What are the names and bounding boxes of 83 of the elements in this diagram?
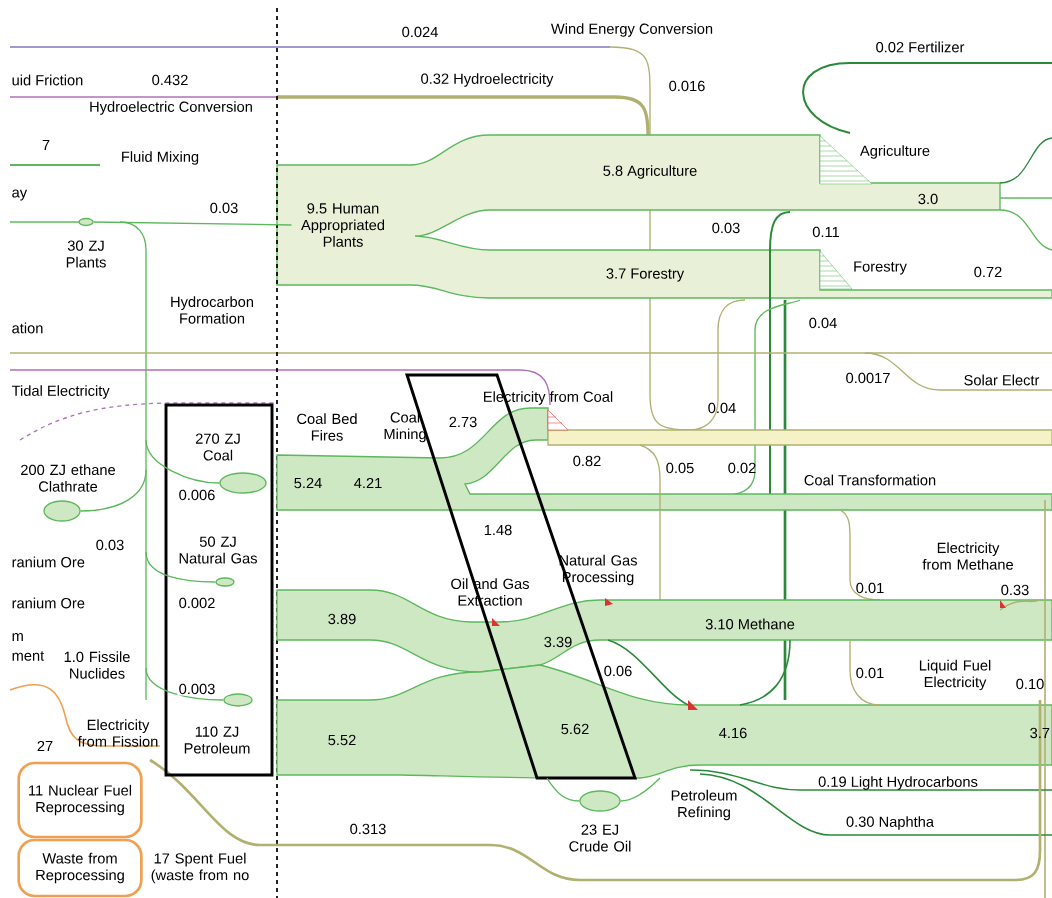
reservoir-label: 23 EJ Crude Oil bbox=[569, 824, 631, 852]
flow-label: Hydroelectric Conversion bbox=[90, 101, 252, 115]
flow-label: 0.10 bbox=[1016, 678, 1044, 690]
edge-label: 0.006 bbox=[179, 489, 215, 501]
flow-label: 0.016 bbox=[669, 80, 705, 92]
flow-label: 0.01 bbox=[856, 667, 884, 679]
flow-label: Electricity from Fission bbox=[77, 719, 158, 747]
edge-label: 0.002 bbox=[179, 597, 215, 609]
flow-label: 4.16 bbox=[719, 727, 747, 739]
flow-band: 9.5 Human Appropriated Plants bbox=[291, 168, 395, 282]
flow-label: Forestry bbox=[854, 261, 907, 275]
flow-label: Tidal Electricity bbox=[11, 385, 110, 399]
flow-label: 5.62 bbox=[561, 723, 589, 735]
flow-label: 0.02 Fertilizer bbox=[876, 41, 965, 53]
flow-label: Coal Bed Fires bbox=[297, 413, 357, 441]
flow-label: Fluid Mixing bbox=[122, 151, 199, 165]
flow-label: m bbox=[12, 633, 23, 641]
flow-label: Hydrocarbon Formation bbox=[171, 296, 253, 324]
edge-label: 0.03 bbox=[96, 539, 124, 551]
flow-label: Liquid Fuel Electricity bbox=[919, 659, 991, 691]
process-box: 11 Nuclear Fuel Reprocessing bbox=[17, 761, 143, 839]
flow-label: 0.0017 bbox=[846, 372, 890, 384]
flow-label: ranium Ore bbox=[12, 597, 85, 609]
flow-label: 0.82 bbox=[573, 455, 601, 467]
flow-label: ranium Ore bbox=[12, 556, 85, 568]
flow-label: Agriculture bbox=[860, 145, 930, 159]
reservoir-label: 200 ZJ ethane Clathrate bbox=[21, 464, 116, 492]
flow-label: ation bbox=[12, 322, 43, 334]
connector-line bbox=[145, 667, 224, 701]
flow-label: 2.73 bbox=[449, 416, 477, 428]
flow-label: 0.33 bbox=[1001, 584, 1029, 596]
reserve-frame bbox=[164, 403, 274, 777]
connector-line bbox=[620, 777, 661, 802]
connector-line bbox=[145, 551, 216, 583]
flow-label: 0.72 bbox=[974, 266, 1002, 278]
flow-label: 0.01 bbox=[856, 582, 884, 594]
flow-label: ment bbox=[12, 651, 45, 661]
flow-label: 5.8 Agriculture bbox=[603, 165, 697, 179]
flow-label: 3.7 bbox=[1030, 727, 1050, 739]
flow-label: 1.0 Fissile Nuclides bbox=[64, 651, 130, 679]
flow-label: Petroleum Refining bbox=[671, 789, 737, 821]
flow-label: 5.24 bbox=[294, 477, 322, 489]
flow-label: 0.11 bbox=[812, 226, 840, 238]
connector-line bbox=[546, 777, 580, 802]
flow-label: 0.04 bbox=[809, 317, 837, 329]
flow-label: Coal Transformation bbox=[804, 474, 936, 486]
flow-label: 0.32 Hydroelectricity bbox=[421, 73, 554, 87]
edge-label: 0.03 bbox=[210, 202, 238, 214]
flow-label: uid Friction bbox=[12, 74, 83, 86]
flow-label: 17 Spent Fuel (waste from no bbox=[151, 852, 249, 884]
flow-label: 0.432 bbox=[152, 74, 188, 86]
process-box: Waste from Reprocessing bbox=[17, 838, 143, 898]
connector-line bbox=[80, 469, 147, 512]
flow-label: 0.313 bbox=[350, 823, 386, 835]
reservoir-label: 30 ZJ Plants bbox=[66, 240, 106, 268]
flow-label: 0.04 bbox=[708, 402, 736, 414]
flow-label: 5.52 bbox=[328, 734, 356, 746]
flow-label: 0.02 bbox=[728, 462, 756, 474]
flow-label: 3.0 bbox=[918, 193, 938, 205]
flow-label: 7 bbox=[42, 139, 50, 151]
flow-label: 0.06 bbox=[604, 665, 632, 677]
flow-label: ay bbox=[12, 189, 28, 201]
flow-label: 4.21 bbox=[354, 477, 382, 489]
reservoir-label: 50 ZJ Natural Gas bbox=[179, 536, 257, 564]
flow-label: 3.10 Methane bbox=[705, 618, 795, 630]
flow-label: 3.39 bbox=[544, 636, 572, 648]
flow-label: Electricity from Methane bbox=[922, 542, 1013, 570]
flow-label: 0.024 bbox=[402, 26, 438, 38]
flow-label: Wind Energy Conversion bbox=[550, 23, 713, 37]
flow-label: Solar Electr bbox=[964, 374, 1040, 386]
flow-label: Coal Mining bbox=[384, 411, 426, 443]
connector-line bbox=[93, 221, 293, 226]
flow-label: 1.48 bbox=[484, 524, 512, 536]
connector-line bbox=[145, 439, 220, 484]
flow-label: 3.89 bbox=[328, 613, 356, 625]
reservoir-label: 110 ZJ Petroleum bbox=[184, 726, 250, 754]
flow-label: 0.03 bbox=[712, 222, 740, 234]
reservoir-label: 270 ZJ Coal bbox=[195, 433, 240, 461]
flow-label: 0.30 Naphtha bbox=[846, 816, 934, 830]
flow-label: 3.7 Forestry bbox=[606, 268, 685, 282]
edge-label: 0.003 bbox=[179, 683, 215, 695]
flow-label: 0.19 Light Hydrocarbons bbox=[818, 776, 978, 790]
flow-label: 0.05 bbox=[666, 462, 694, 474]
